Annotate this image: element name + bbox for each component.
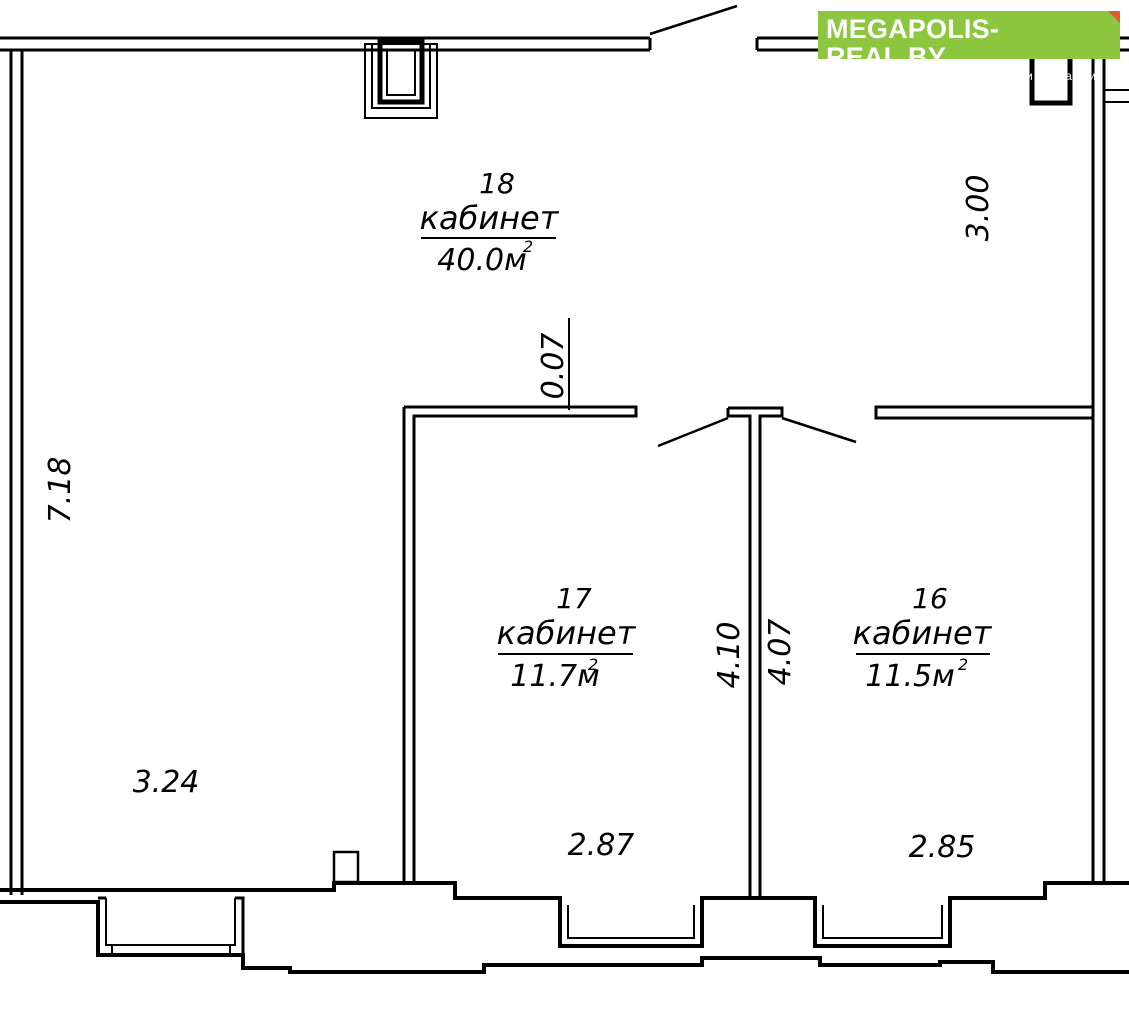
door-leaf-17 [657,416,729,448]
window-niche-2 [567,905,695,939]
bottom-wall-outer [0,900,1129,974]
dim-2-85: 2.85 [909,830,976,865]
dim-7-18: 7.18 [43,457,78,524]
partition-top-right [874,405,1095,885]
dim-0-07: 0.07 [536,333,571,400]
door-leaf-16 [781,416,857,444]
window-niche-1 [105,898,236,955]
room-17-unit-sup: 2 [588,655,598,674]
room-16-area: 11.5м [865,659,954,694]
dim-2-87: 2.87 [568,828,635,863]
dim-4-10: 4.10 [712,622,747,689]
window-niche-3 [822,905,943,939]
room-18-area: 40.0м [437,243,526,278]
room-17-area: 11.7м [510,659,599,694]
watermark-logo[interactable]: MEGAPOLIS-REAL.BY портал о коммерческой … [818,11,1120,83]
dim-4-07: 4.07 [763,619,798,686]
room-17-label: 17 кабинет 11.7м 2 [497,582,637,694]
right-wall [1091,50,1106,885]
watermark-subtitle: портал о коммерческой недвижимости в Бел… [826,71,1096,83]
room-18-label: 18 кабинет 40.0м 2 [420,167,560,278]
walls [0,4,1129,974]
partition-middle [726,406,784,896]
room-18-number: 18 [479,167,515,200]
partition-top-left [404,405,638,882]
small-column [332,850,360,884]
bottom-step-left [98,896,245,955]
room-17-name: кабинет [497,614,637,652]
right-column-lines [1104,89,1129,103]
room-16-name: кабинет [853,614,993,652]
room-18-name: кабинет [420,199,560,237]
dim-3-24: 3.24 [133,765,200,800]
room-16-label: 16 кабинет 11.5м 2 [853,582,993,694]
left-wall [9,50,24,895]
watermark-title: MEGAPOLIS-REAL.BY [826,14,1000,72]
top-wall-left [0,36,652,52]
dim-3-00: 3.00 [961,175,996,242]
ventilation-shaft [364,39,438,119]
bottom-wall-inner [0,881,1129,948]
room-17-number: 17 [556,582,592,615]
room-16-unit-sup: 2 [958,655,968,674]
room-16-number: 16 [912,582,948,615]
entrance-door-leaf [649,4,738,36]
room-18-unit-sup: 2 [523,237,533,256]
